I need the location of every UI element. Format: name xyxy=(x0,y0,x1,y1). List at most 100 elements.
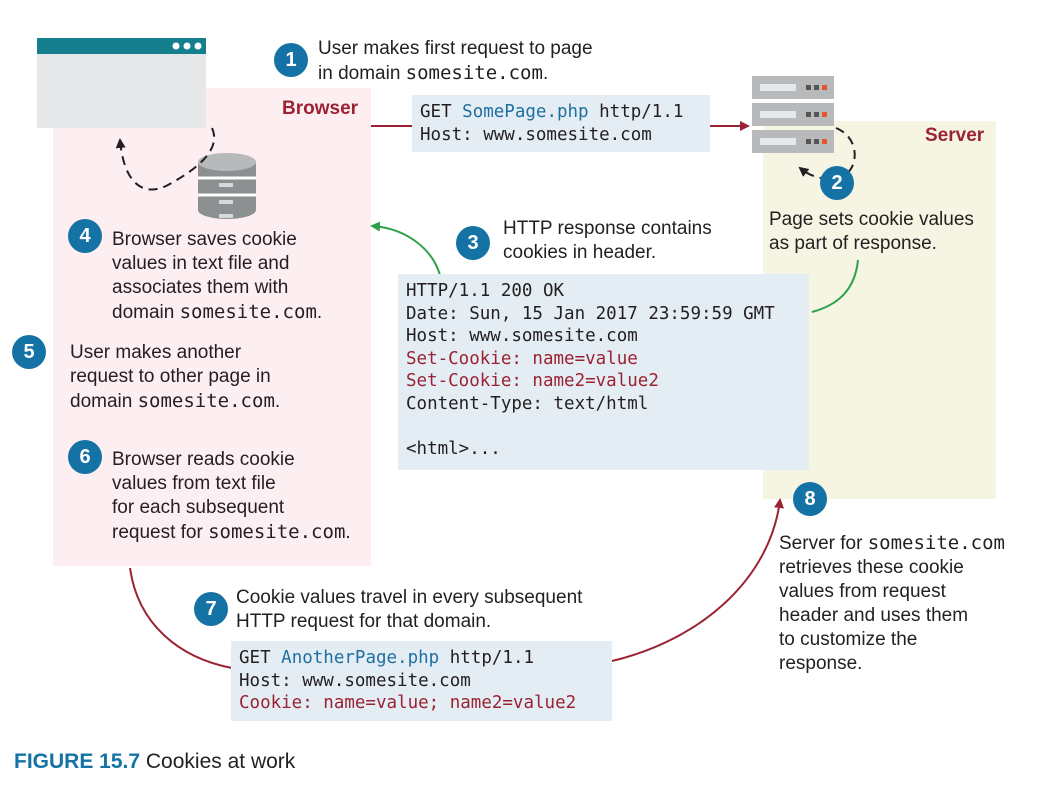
code-line: Host: www.somesite.com xyxy=(420,124,702,147)
caption-line: HTTP request for that domain. xyxy=(236,610,582,634)
step-caption-7: Cookie values travel in every subsequent… xyxy=(236,586,582,634)
code-line: Cookie: name=value; name2=value2 xyxy=(239,692,604,715)
caption-line: as part of response. xyxy=(769,232,974,256)
caption-text: . xyxy=(542,63,549,84)
caption-text: cookies in header. xyxy=(503,242,657,263)
caption-line: Page sets cookie values xyxy=(769,208,974,232)
caption-text: domain xyxy=(70,391,138,412)
caption-line: values from text file xyxy=(112,472,351,496)
caption-text: response. xyxy=(779,653,863,674)
caption-line: values from request xyxy=(779,580,1005,604)
code-line: Date: Sun, 15 Jan 2017 23:59:59 GMT xyxy=(406,303,801,326)
caption-line: in domain somesite.com. xyxy=(318,61,593,86)
figure-title: Cookies at work xyxy=(145,750,296,773)
code-text: Host: www.somesite.com xyxy=(420,124,652,145)
code-line: GET SomePage.php http/1.1 xyxy=(420,101,702,124)
step-caption-2: Page sets cookie values as part of respon… xyxy=(769,208,974,256)
step-badge-4: 4 xyxy=(68,219,102,253)
code-text: <html>... xyxy=(406,438,501,459)
server-label: Server xyxy=(925,125,985,146)
caption-line: User makes first request to page xyxy=(318,37,593,61)
caption-text: request to other page in xyxy=(70,366,271,387)
domain-text: somesite.com xyxy=(179,301,317,323)
caption-text: User makes first request to page xyxy=(318,38,593,59)
caption-text: Browser reads cookie xyxy=(112,449,295,470)
caption-line: for each subsequent xyxy=(112,496,351,520)
domain-text: somesite.com xyxy=(137,390,275,412)
step-badge-2: 2 xyxy=(820,166,854,200)
caption-text: values from request xyxy=(779,581,946,602)
step-badge-5: 5 xyxy=(12,335,46,369)
caption-text: . xyxy=(316,302,323,323)
step-caption-6: Browser reads cookie values from text fil… xyxy=(112,448,351,545)
cookie-text: Cookie: name=value; name2=value2 xyxy=(239,693,577,713)
caption-line: domain somesite.com. xyxy=(112,300,322,325)
code-text: http/1.1 xyxy=(439,648,535,668)
code-text: Content-Type: text/html xyxy=(406,393,649,414)
caption-text: header and uses them xyxy=(779,605,969,626)
caption-text: domain xyxy=(112,302,180,323)
caption-line: domain somesite.com. xyxy=(70,389,280,414)
caption-text: in domain xyxy=(318,63,406,84)
caption-text: HTTP request for that domain. xyxy=(236,611,492,632)
caption-line: values in text file and xyxy=(112,252,322,276)
response-arrow-green-to-browser xyxy=(370,221,441,276)
step-badge-1: 1 xyxy=(274,43,308,77)
figure-caption: FIGURE 15.7 Cookies at work xyxy=(14,750,295,774)
caption-text: retrieves these cookie xyxy=(779,557,964,578)
caption-line: cookies in header. xyxy=(503,241,712,265)
figure-label: FIGURE 15.7 xyxy=(14,750,141,773)
caption-text: associates them with xyxy=(112,277,289,298)
caption-text: Page sets cookie values xyxy=(769,209,974,230)
caption-line: request to other page in xyxy=(70,365,280,389)
caption-text: . xyxy=(274,391,281,412)
caption-text: request for xyxy=(112,522,209,543)
caption-line: retrieves these cookie xyxy=(779,556,1005,580)
step-badge-8: 8 xyxy=(793,482,827,516)
caption-text: . xyxy=(345,522,351,543)
code-line: Content-Type: text/html xyxy=(406,393,801,416)
caption-text: Browser saves cookie xyxy=(112,229,297,250)
caption-line: request for somesite.com. xyxy=(112,520,351,545)
code-line: Host: www.somesite.com xyxy=(406,325,801,348)
code-text: http/1.1 xyxy=(588,102,684,122)
cookie-request-arrow-right xyxy=(611,498,784,662)
code-line: <html>... xyxy=(406,438,801,461)
caption-line: Cookie values travel in every subsequent xyxy=(236,586,582,610)
step-badge-6: 6 xyxy=(68,440,102,474)
cookie-text: Set-Cookie: name2=value2 xyxy=(406,371,659,391)
caption-line: response. xyxy=(779,652,1005,676)
caption-line: associates them with xyxy=(112,276,322,300)
caption-line: Browser saves cookie xyxy=(112,228,322,252)
cookie-text: Set-Cookie: name=value xyxy=(406,348,638,369)
step-caption-3: HTTP response contains cookies in header. xyxy=(503,217,712,265)
caption-text: HTTP response contains xyxy=(503,218,712,239)
code-line: Set-Cookie: name=value xyxy=(406,348,801,371)
step-caption-4: Browser saves cookie values in text file … xyxy=(112,228,322,325)
code-line: GET AnotherPage.php http/1.1 xyxy=(239,647,604,670)
caption-text: Cookie values travel in every subsequent xyxy=(236,587,583,608)
page-name-text: SomePage.php xyxy=(462,102,589,122)
caption-line: HTTP response contains xyxy=(503,217,712,241)
caption-line: to customize the xyxy=(779,628,1005,652)
code-text: HTTP/1.1 200 OK xyxy=(406,281,565,301)
caption-line: Server for somesite.com xyxy=(779,531,1005,556)
caption-text: values in text file and xyxy=(112,253,290,274)
caption-line: header and uses them xyxy=(779,604,1005,628)
caption-text: as part of response. xyxy=(769,233,937,254)
step-badge-3: 3 xyxy=(456,226,490,260)
caption-line: User makes another xyxy=(70,341,280,365)
domain-text: somesite.com xyxy=(405,62,543,84)
caption-text: values from text file xyxy=(112,473,276,494)
caption-text: to customize the xyxy=(779,629,918,650)
code-text: Date: Sun, 15 Jan 2017 23:59:59 GMT xyxy=(406,303,775,324)
code-text: Host: www.somesite.com xyxy=(239,670,471,691)
code-line: HTTP/1.1 200 OK xyxy=(406,280,801,303)
code-line: Set-Cookie: name2=value2 xyxy=(406,370,801,393)
